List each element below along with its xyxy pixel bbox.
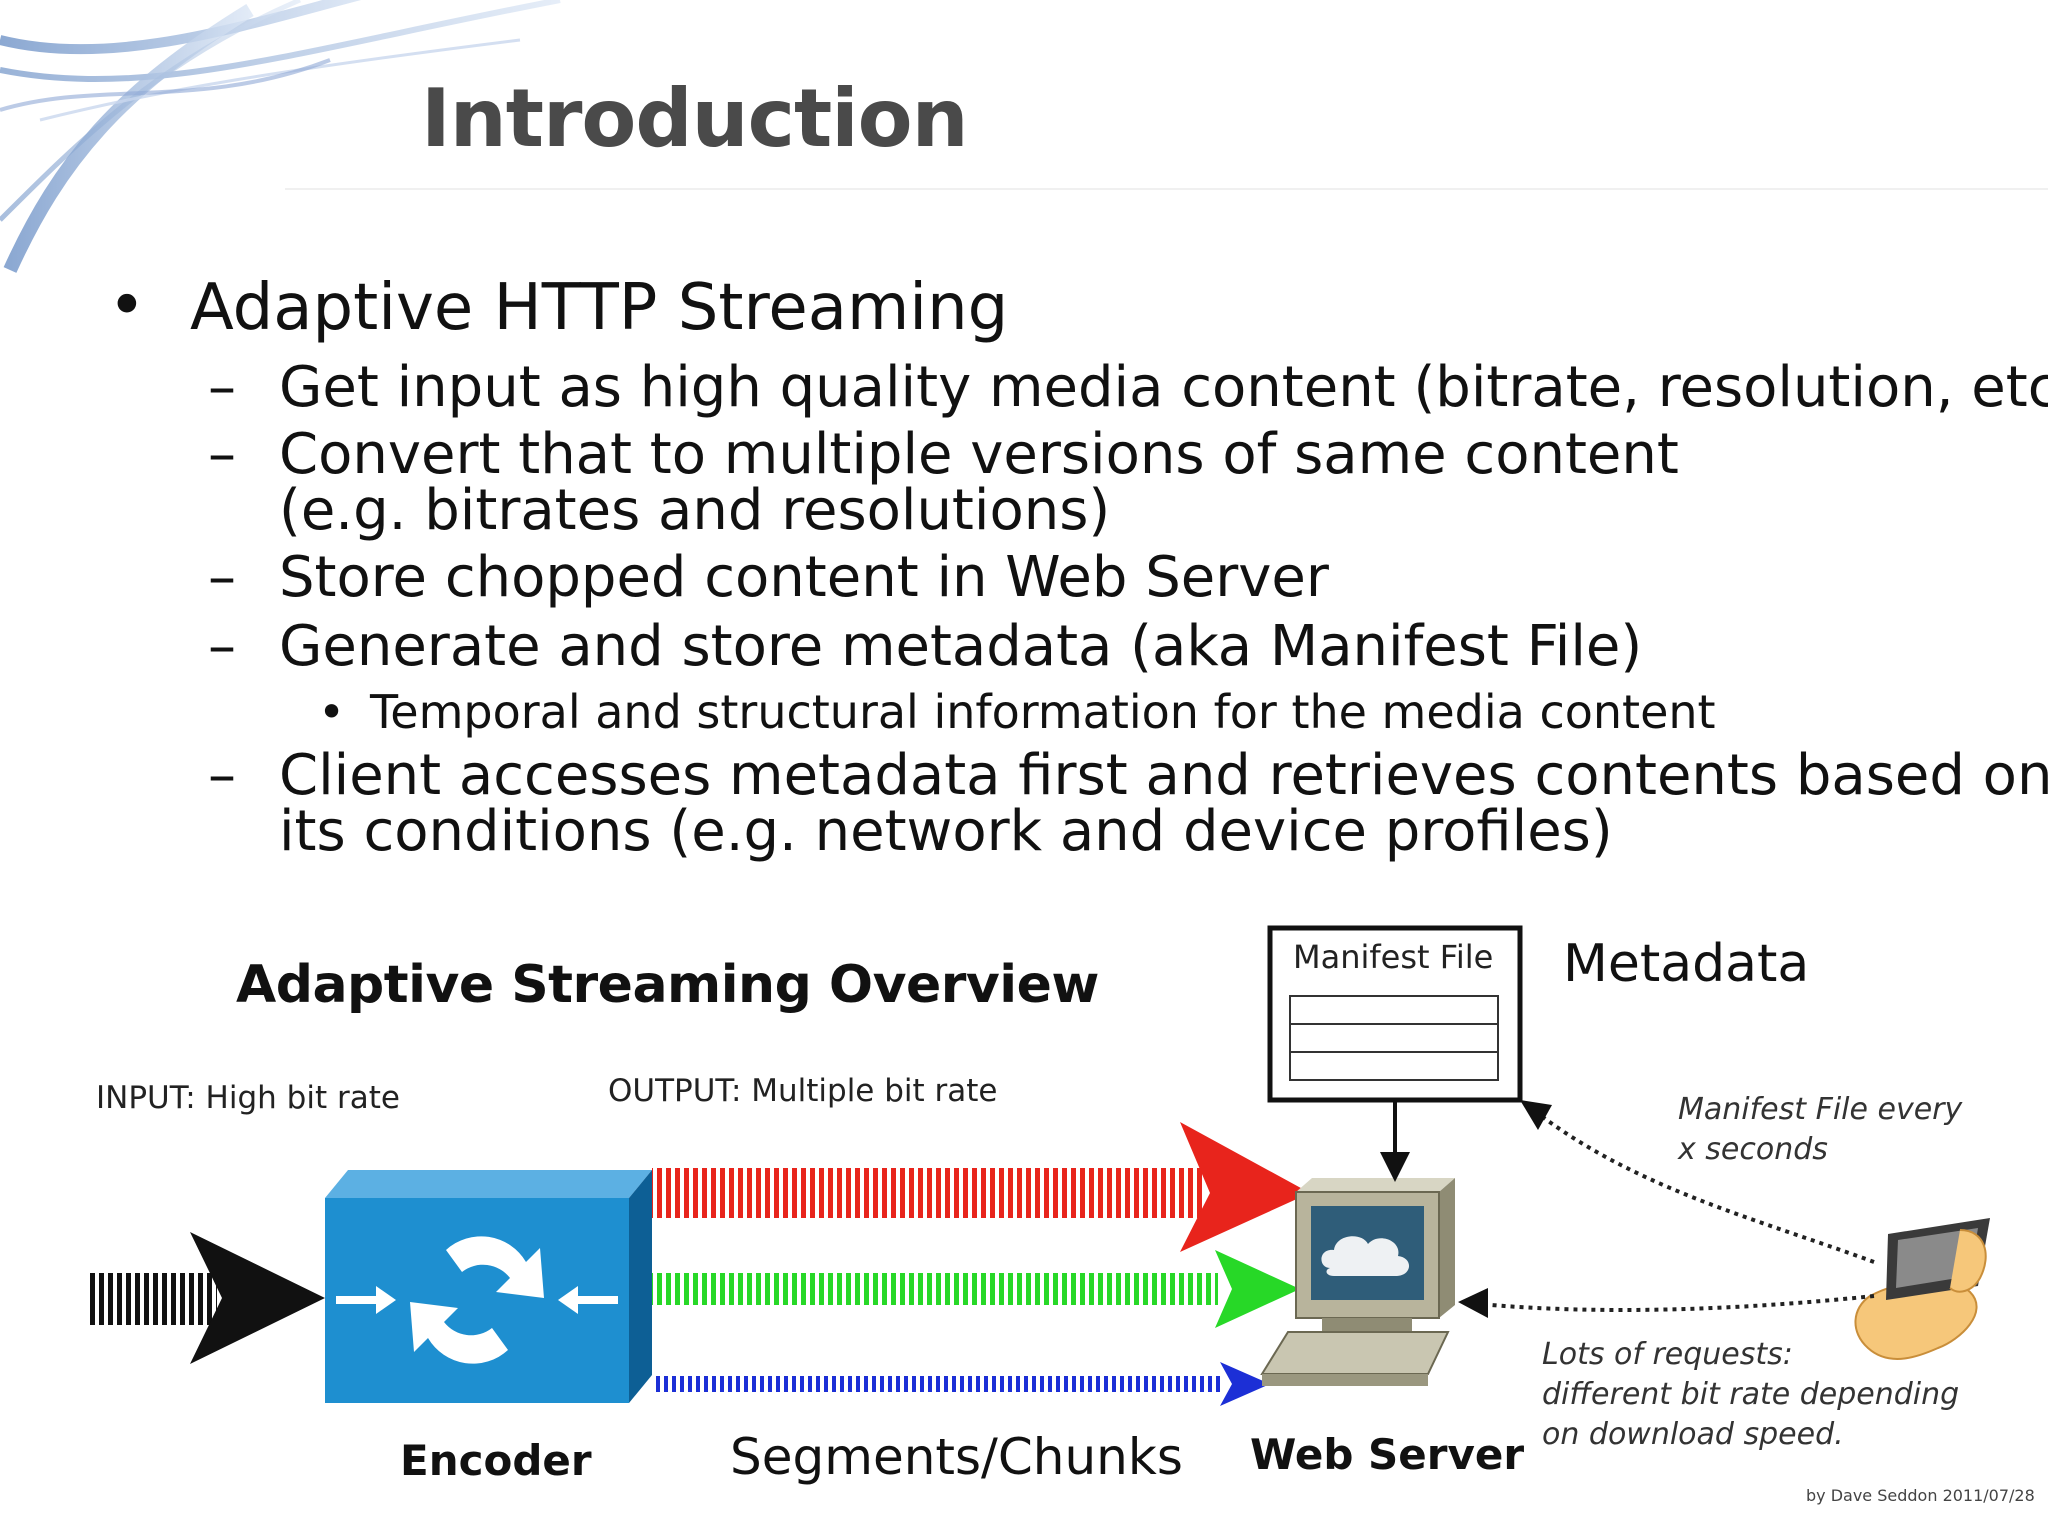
stream-mid-bitrate (652, 1250, 1300, 1328)
title-divider (285, 188, 2048, 190)
stream-low-bitrate (652, 1362, 1270, 1406)
slide-title: Introduction (421, 72, 969, 165)
client-device (1854, 1218, 1990, 1360)
credit-text: by Dave Seddon 2011/07/28 (1806, 1486, 2035, 1505)
bullet-marker-small: • (318, 685, 346, 739)
requests-note-line3: on download speed. (1542, 1417, 1844, 1452)
dash-marker: – (208, 422, 236, 487)
decorative-swirl (0, 0, 561, 273)
manifest-file-label: Manifest File (1293, 938, 1494, 976)
encoder-label: Encoder (400, 1436, 592, 1485)
manifest-note: Manifest File every x seconds (1678, 1090, 1962, 1170)
chunk-request-arrow (1458, 1288, 1875, 1318)
sub-bullet-metadata: Generate and store metadata (aka Manifes… (279, 614, 1643, 679)
sub-bullet-client-line2: its conditions (e.g. network and device … (279, 799, 1613, 864)
stream-high-bitrate (652, 1122, 1310, 1252)
manifest-note-line1: Manifest File every (1678, 1092, 1963, 1127)
sub-sub-bullet-temporal: Temporal and structural information for … (370, 685, 1716, 739)
dash-marker: – (208, 545, 236, 610)
manifest-file-box (1267, 925, 1523, 1103)
diagram-graphics (89, 925, 1990, 1406)
input-stream-arrow (89, 1232, 325, 1364)
diagram-title: Adaptive Streaming Overview (236, 955, 1099, 1015)
sub-bullet-convert-line1: Convert that to multiple versions of sam… (279, 422, 1679, 487)
metadata-label: Metadata (1563, 934, 1810, 994)
bullet-marker: • (108, 269, 146, 343)
requests-note: Lots of requests: different bit rate dep… (1542, 1335, 1959, 1455)
dash-marker: – (208, 743, 236, 808)
input-label: INPUT: High bit rate (96, 1080, 400, 1116)
dash-marker: – (208, 614, 236, 679)
requests-note-line1: Lots of requests: (1542, 1337, 1793, 1372)
requests-note-line2: different bit rate depending (1542, 1377, 1960, 1412)
dash-marker: – (208, 355, 236, 420)
manifest-note-line2: x seconds (1678, 1132, 1828, 1167)
output-label: OUTPUT: Multiple bit rate (608, 1073, 998, 1109)
sub-bullet-store: Store chopped content in Web Server (279, 545, 1329, 610)
encoder-box (325, 1170, 652, 1403)
sub-bullet-input: Get input as high quality media content … (279, 355, 2048, 420)
sub-bullet-convert-line2: (e.g. bitrates and resolutions) (279, 478, 1111, 543)
web-server-label: Web Server (1250, 1430, 1525, 1479)
web-server-computer (1260, 1178, 1455, 1386)
sub-bullet-client-line1: Client accesses metadata first and retri… (279, 743, 2048, 808)
adaptive-streaming-diagram: Adaptive Streaming Overview INPUT: High … (0, 900, 2048, 1536)
segments-label: Segments/Chunks (730, 1428, 1183, 1486)
manifest-to-server-arrow (1380, 1102, 1410, 1182)
bullet-main: Adaptive HTTP Streaming (190, 271, 1009, 345)
manifest-request-arrow (1520, 1100, 1875, 1264)
